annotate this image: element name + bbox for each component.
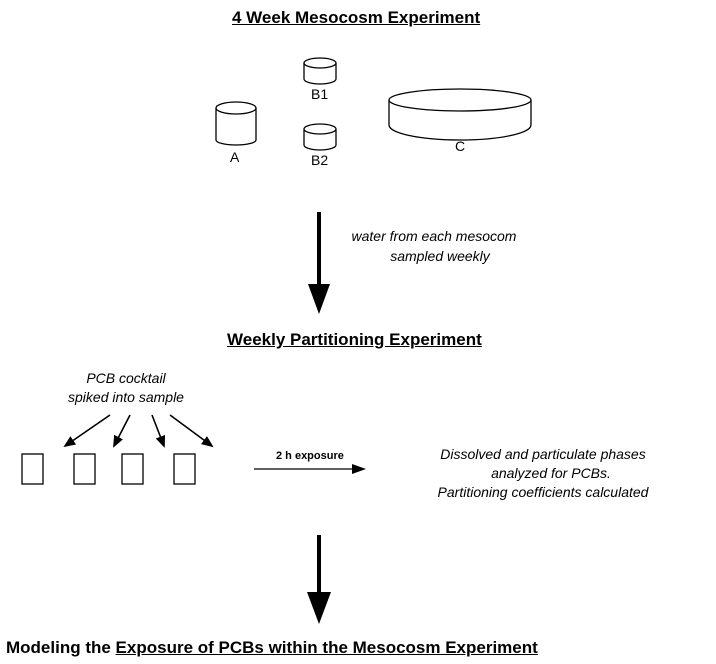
transfer-arrow [308,212,330,314]
spike-text: PCB cocktail spiked into sample [36,370,216,405]
tank-b1 [303,57,337,85]
modeling-title-underlined: Exposure of PCBs within the Mesocosm Exp… [115,638,538,657]
partitioning-title: Weekly Partitioning Experiment [227,330,482,349]
transfer-text-line1: water from each mesocom [351,228,517,244]
result-text-line2: analyzed for PCBs. [491,465,611,481]
sample-bottles [21,453,196,485]
modeling-arrow [307,535,331,624]
transfer-text: water from each mesocom sampled weekly [340,228,540,264]
tank-c-label: C [455,138,466,154]
result-text-line3: Partitioning coefficients calculated [437,484,649,500]
tank-a [215,101,257,146]
exposure-arrow [254,464,366,474]
spike-arrows [63,414,214,448]
spike-text-line2: spiked into sample [68,389,184,405]
tank-c [388,88,532,141]
mesocosm-title: 4 Week Mesocosm Experiment [232,8,481,27]
tank-b2-label: B2 [311,152,329,168]
transfer-text-line2: sampled weekly [390,248,490,264]
tank-a-label: A [230,149,240,165]
modeling-title: Modeling the Exposure of PCBs within the… [6,638,538,658]
tank-b2 [303,123,337,151]
modeling-title-prefix: Modeling the [6,638,116,657]
tank-b1-label: B1 [311,86,329,102]
result-text: Dissolved and particulate phases analyze… [378,446,708,500]
exposure-label: 2 h exposure [276,450,344,462]
result-text-line1: Dissolved and particulate phases [440,446,646,462]
spike-text-line1: PCB cocktail [86,370,166,386]
